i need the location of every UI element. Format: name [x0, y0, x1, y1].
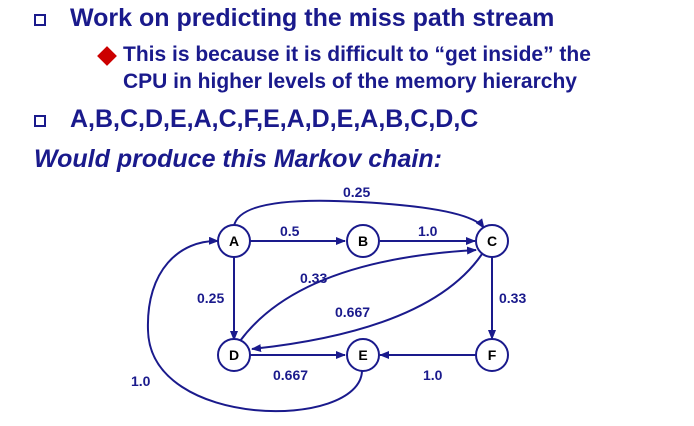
label-b-c: 1.0	[418, 223, 438, 239]
node-f: F	[475, 338, 509, 372]
node-c: C	[475, 224, 509, 258]
label-e-a: 1.0	[131, 373, 151, 389]
label-a-c: 0.25	[343, 184, 370, 200]
node-b: B	[346, 224, 380, 258]
svg-text:C: C	[487, 233, 497, 249]
square-bullet-icon	[34, 115, 46, 127]
bullet-sequence: A,B,C,D,E,A,C,F,E,A,D,E,A,B,C,D,C	[70, 105, 479, 133]
svg-text:A: A	[229, 233, 239, 249]
label-f-e: 1.0	[423, 367, 443, 383]
svg-text:F: F	[488, 347, 497, 363]
svg-text:D: D	[229, 347, 239, 363]
label-d-c: 0.33	[300, 270, 327, 286]
edge-c-d	[251, 253, 483, 353]
sub-bullet-text: This is because it is difficult to “get …	[123, 41, 591, 95]
label-c-f: 0.33	[499, 290, 526, 306]
label-a-d: 0.25	[197, 290, 224, 306]
node-a: A	[217, 224, 251, 258]
label-c-d: 0.667	[335, 304, 370, 320]
bullet-work-on-predicting: Work on predicting the miss path stream	[70, 4, 555, 32]
square-bullet-icon	[34, 14, 46, 26]
sub-bullet-line-2: CPU in higher levels of the memory hiera…	[123, 70, 577, 93]
edge-d-c	[239, 246, 477, 342]
svg-text:B: B	[358, 233, 368, 249]
edge-a-c	[233, 199, 485, 229]
svg-text:E: E	[358, 347, 367, 363]
node-d: D	[217, 338, 251, 372]
label-a-b: 0.5	[280, 223, 300, 239]
edge-e-a	[146, 236, 363, 413]
label-d-e: 0.667	[273, 367, 308, 383]
node-e: E	[346, 338, 380, 372]
markov-chain-subtitle: Would produce this Markov chain:	[34, 145, 442, 173]
sub-bullet-line-1: This is because it is difficult to “get …	[123, 43, 591, 66]
